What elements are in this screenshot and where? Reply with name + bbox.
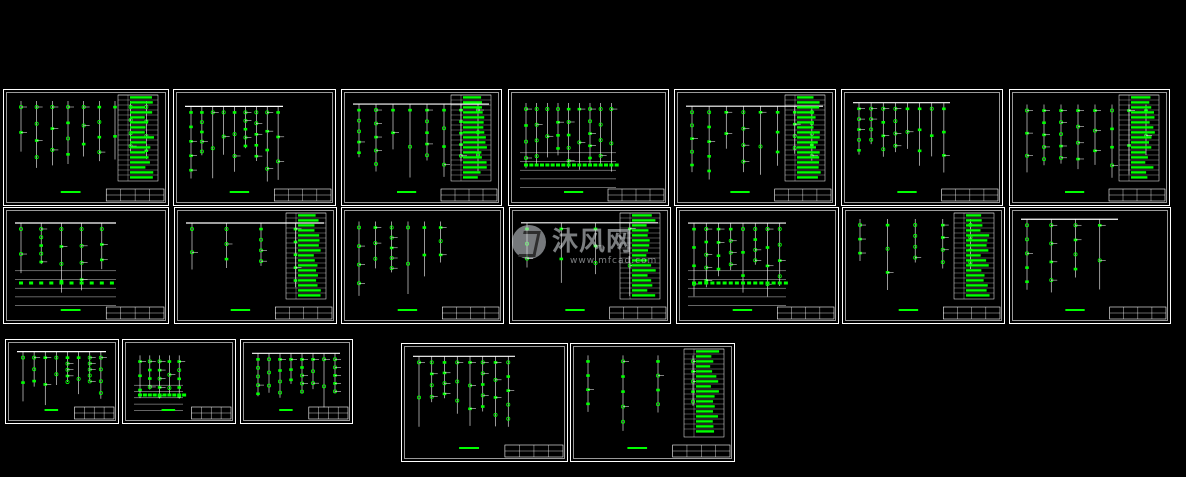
drawing-sheet-12 [676, 207, 839, 324]
drawing-sheet-7 [1009, 89, 1170, 206]
drawing-sheet-18 [401, 343, 568, 462]
drawing-sheet-8 [3, 207, 169, 324]
drawing-sheet-9 [174, 207, 337, 324]
drawing-sheet-5 [674, 89, 836, 206]
drawing-sheet-6 [841, 89, 1003, 206]
drawing-sheet-1 [3, 89, 169, 206]
drawing-sheet-13 [842, 207, 1005, 324]
drawing-sheet-19 [570, 343, 735, 462]
drawing-sheet-10 [341, 207, 504, 324]
drawing-sheet-3 [341, 89, 502, 206]
drawing-sheet-4 [508, 89, 669, 206]
drawing-sheet-17 [240, 339, 353, 424]
drawing-sheet-14 [1009, 207, 1171, 324]
drawing-sheet-15 [5, 339, 119, 424]
drawing-sheet-2 [173, 89, 336, 206]
drawing-sheet-16 [122, 339, 236, 424]
drawing-sheet-11 [509, 207, 671, 324]
